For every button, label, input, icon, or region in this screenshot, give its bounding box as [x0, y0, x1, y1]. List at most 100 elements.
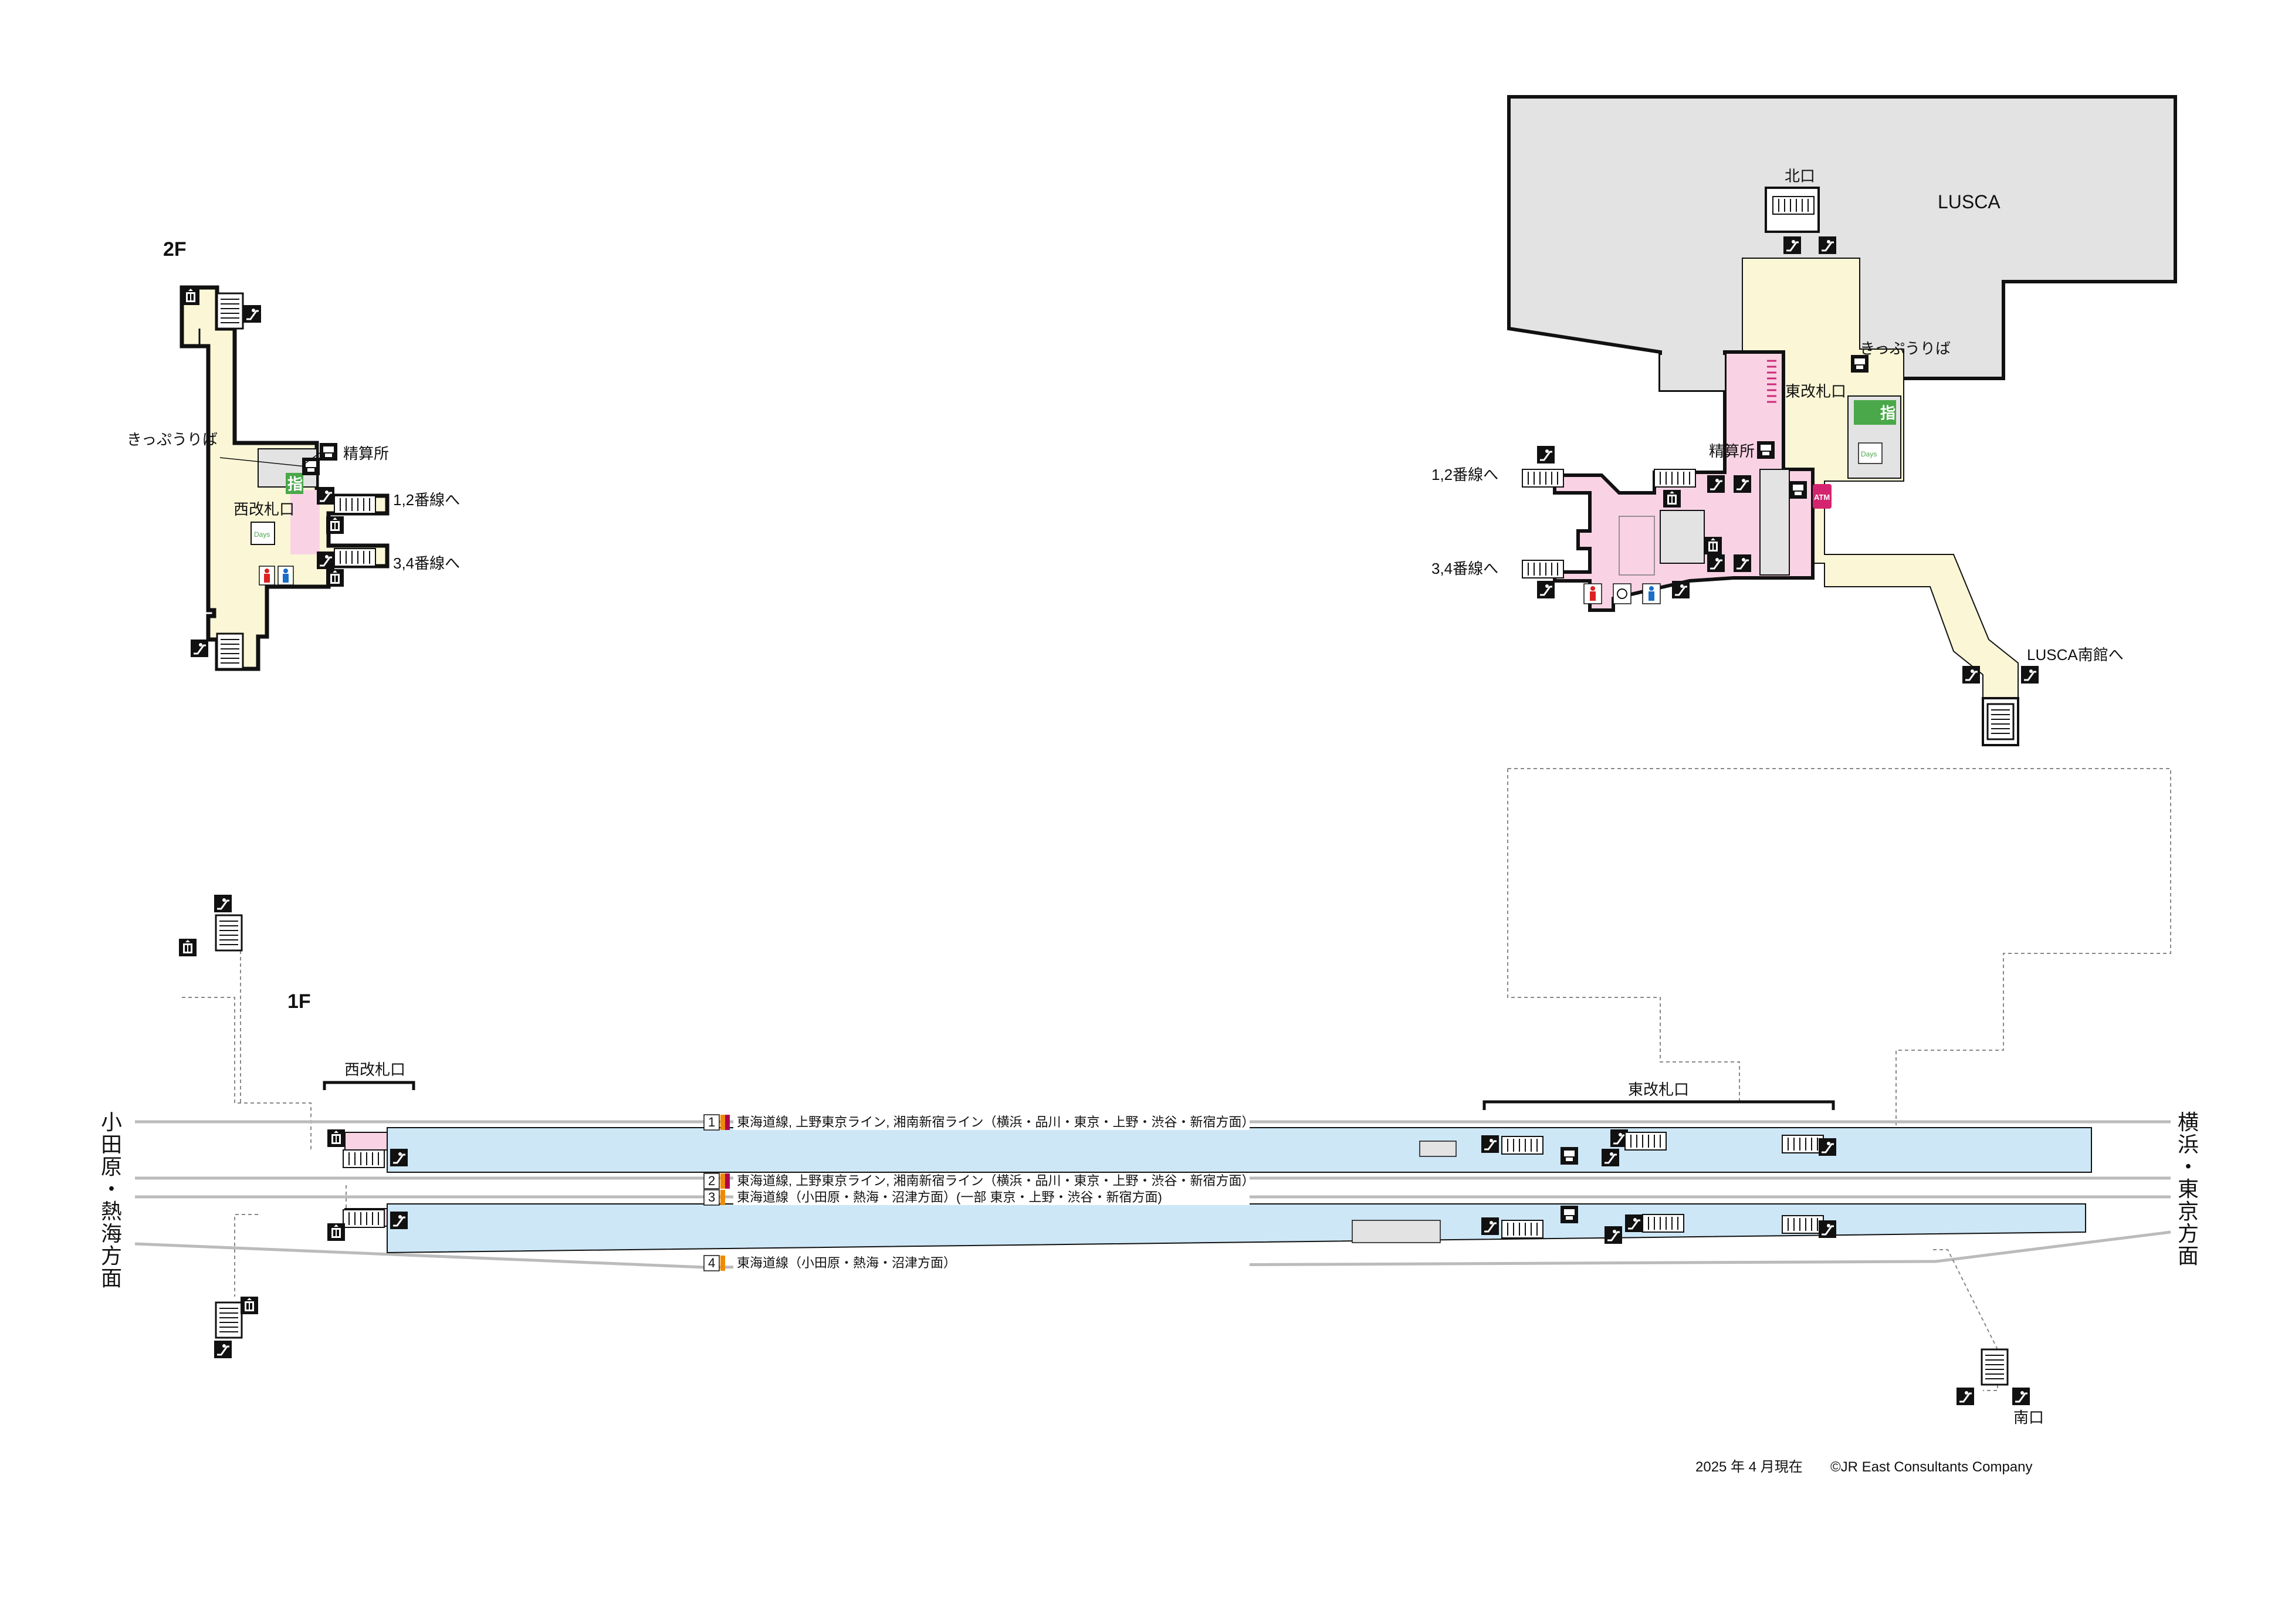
stairs-icon — [334, 548, 376, 567]
east-direction-char: 方 — [2178, 1222, 2199, 1246]
ticket-office-label-east: きっぷうりば — [1860, 340, 1951, 357]
escalator-icon — [1817, 1137, 1837, 1157]
floor-label-2f: 2F — [163, 238, 187, 260]
west-direction-char: 田 — [101, 1132, 122, 1156]
east-direction-char: 東 — [2178, 1177, 2199, 1201]
elevator-icon — [179, 939, 197, 956]
east-concourse: LUSCA 北口 指 Days きっぷうりば 東改札口 — [1431, 95, 2177, 746]
elevator-icon — [326, 569, 344, 587]
east-gate-label-1f: 東改札口 — [1628, 1081, 1689, 1098]
fare-adjust-icon — [320, 443, 337, 461]
fare-adjust-label-2f: 精算所 — [343, 445, 389, 462]
ticket-machine-icon — [1851, 355, 1869, 373]
escalator-icon — [189, 638, 209, 658]
east-direction-char: ・ — [2178, 1155, 2199, 1179]
floor-2f: 2F 指 Days きっぷうりば — [127, 238, 460, 671]
east-direction-char: 浜 — [2178, 1132, 2199, 1156]
reserved-sign-east: 指 — [1880, 404, 1895, 422]
escalator-icon — [2020, 665, 2040, 685]
escalator-icon — [213, 894, 233, 914]
stairs-icon — [1522, 469, 1564, 488]
track-label-bg — [733, 1256, 1250, 1271]
west-direction-char: 熱 — [101, 1199, 122, 1223]
to-platform-34-2f: 3,4番線へ — [393, 554, 460, 572]
escalator-icon — [1961, 665, 1981, 685]
stairs-icon — [343, 1149, 385, 1168]
escalator-icon — [389, 1210, 409, 1230]
track-label-bg — [733, 1173, 1250, 1189]
west-direction-char: ・ — [101, 1177, 122, 1201]
2f-paid-area — [290, 490, 320, 554]
escalator-icon — [242, 304, 262, 324]
line-color-tag — [720, 1190, 725, 1205]
fare-adjust-label-east: 精算所 — [1709, 442, 1755, 460]
ticket-machine-icon — [1789, 481, 1807, 499]
escalator-icon — [213, 1339, 233, 1359]
elevator-icon — [326, 516, 344, 534]
track-number-box — [703, 1114, 720, 1131]
track-label-bg — [733, 1115, 1250, 1130]
escalator-icon — [1955, 1386, 1975, 1406]
stairs-icon — [1986, 703, 2015, 740]
escalator-icon — [1603, 1225, 1623, 1245]
track-description: 東海道線, 上野東京ライン, 湘南新宿ライン（横浜・品川・東京・上野・渋谷・新宿… — [737, 1115, 1254, 1129]
escalator-icon — [1480, 1134, 1500, 1154]
escalator-icon — [389, 1148, 409, 1168]
elevator-icon — [1704, 537, 1722, 554]
escalator-icon — [1732, 474, 1752, 494]
escalator-icon — [316, 550, 336, 570]
elevator-icon — [327, 1129, 345, 1147]
stairs-icon — [216, 632, 244, 670]
east-gate-label: 東改札口 — [1785, 383, 1846, 400]
west-direction-char: 海 — [101, 1222, 122, 1246]
free-concourse — [1742, 258, 2019, 705]
stairs-icon — [215, 1301, 243, 1339]
to-lusca-south-label: LUSCA南館へ — [2027, 646, 2124, 664]
track-description: 東海道線, 上野東京ライン, 湘南新宿ライン（横浜・品川・東京・上野・渋谷・新宿… — [737, 1173, 1254, 1188]
north-exit-label: 北口 — [1785, 167, 1815, 185]
floor-label-1f: 1F — [287, 990, 311, 1013]
line-color-tag — [725, 1173, 730, 1189]
info-box — [251, 522, 275, 545]
escalator-icon — [1536, 445, 1556, 465]
south-exit-label: 南口 — [2013, 1409, 2044, 1426]
elevator-icon — [327, 1223, 345, 1241]
escalator-icon — [1706, 474, 1726, 494]
to-platform-12-2f: 1,2番線へ — [393, 491, 460, 509]
escalator-icon — [316, 486, 336, 506]
line-color-tag — [720, 1115, 725, 1130]
stairs-icon — [1522, 560, 1564, 578]
elevator-icon — [241, 1297, 258, 1314]
atm-label: ATM — [1814, 493, 1830, 502]
stairs-icon — [1642, 1214, 1684, 1233]
date-label: 2025 年 4 月現在 — [1695, 1459, 1803, 1475]
track-number: 2 — [708, 1173, 715, 1188]
escalator-icon — [2011, 1386, 2031, 1406]
stairs-icon — [215, 914, 243, 952]
stairs-icon — [1981, 1348, 2009, 1386]
track-number-box — [703, 1173, 720, 1189]
to-platform-12-east: 1,2番線へ — [1431, 466, 1498, 483]
west-direction-label: 小 田 原 ・ 熱 海 方 面 — [101, 1110, 122, 1290]
escalator-icon — [1732, 553, 1752, 573]
stairs-icon — [1501, 1220, 1543, 1239]
svg-text:Days: Days — [1861, 450, 1877, 458]
to-platform-34-east: 3,4番線へ — [1431, 560, 1498, 577]
track-number: 4 — [708, 1256, 715, 1270]
east-direction-char: 横 — [2178, 1110, 2199, 1134]
west-gate-label-1f: 西改札口 — [344, 1061, 405, 1078]
stairs-icon — [1772, 196, 1815, 215]
track-description: 東海道線（小田原・熱海・沼津方面） — [737, 1256, 956, 1270]
west-direction-char: 小 — [101, 1110, 122, 1134]
east-direction-char: 面 — [2178, 1244, 2199, 1268]
stairs-icon — [1654, 469, 1696, 488]
east-direction-char: 京 — [2178, 1199, 2199, 1223]
escalator-icon — [1480, 1216, 1500, 1236]
west-direction-char: 面 — [101, 1266, 122, 1290]
ticket-office-label-2f: きっぷうりば — [127, 431, 218, 448]
elevator-icon — [1561, 1147, 1578, 1165]
track-description: 東海道線（小田原・熱海・沼津方面）(一部 東京・上野・渋谷・新宿方面) — [737, 1190, 1162, 1205]
track-label-bg — [733, 1190, 1250, 1205]
stairs-icon — [1501, 1136, 1543, 1155]
